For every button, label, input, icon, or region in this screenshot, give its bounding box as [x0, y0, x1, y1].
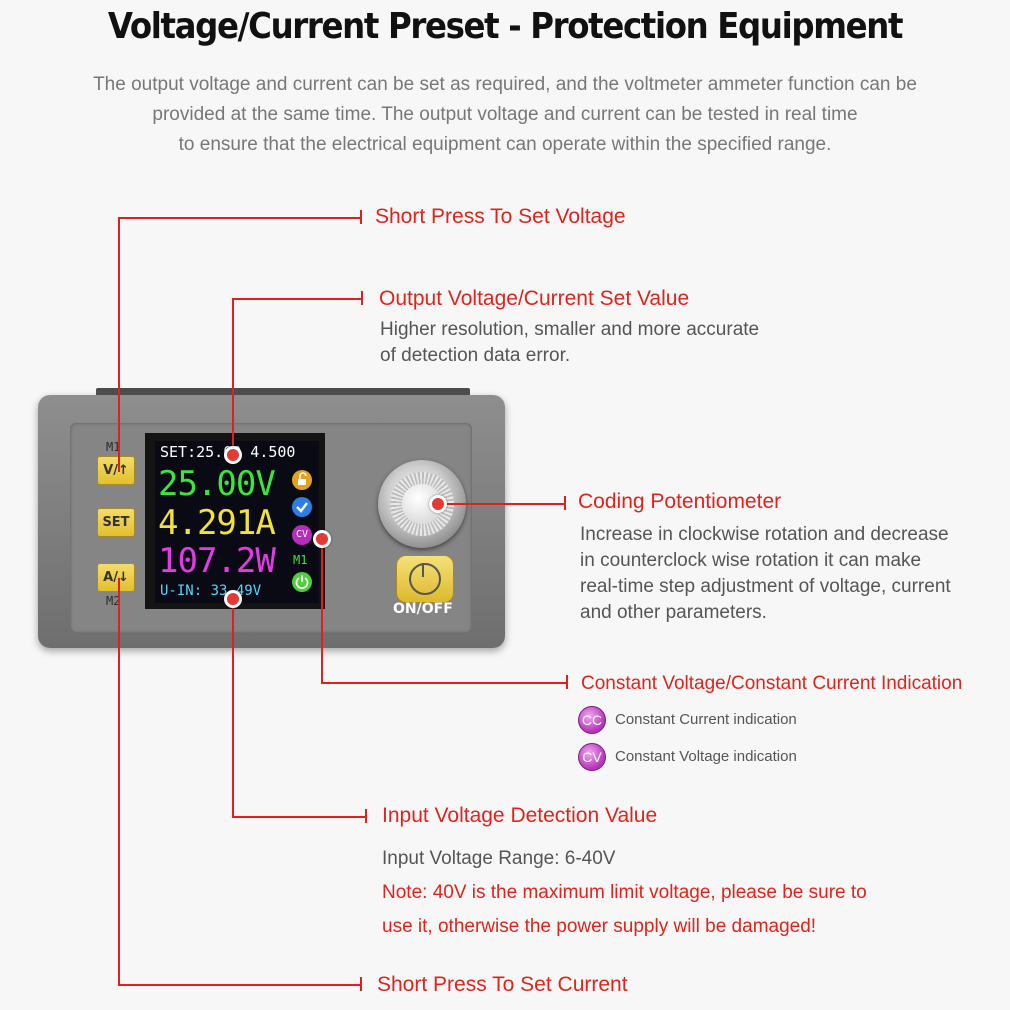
leader-tick [566, 675, 568, 689]
desc-line: of detection data error. [380, 345, 571, 366]
output-current-readout: 4.291A [158, 503, 276, 543]
output-voltage-readout: 25.00V [158, 464, 276, 504]
leader-line [437, 503, 565, 505]
leader-line [321, 682, 567, 684]
callout-cvcc-title: Constant Voltage/Constant Current Indica… [581, 673, 963, 694]
note-line: Note: 40V is the maximum limit voltage, … [382, 882, 867, 903]
voltage-up-button[interactable]: V/↑ [97, 456, 135, 485]
callout-dot [224, 590, 242, 608]
leader-line [118, 578, 120, 985]
desc-line: Increase in clockwise rotation and decre… [580, 524, 949, 545]
intro-line-2: provided at the same time. The output vo… [152, 104, 858, 125]
input-voltage-readout: U-IN: 33.49V [160, 583, 262, 599]
set-button[interactable]: SET [97, 508, 135, 537]
desc-line: real-time step adjustment of voltage, cu… [580, 576, 951, 597]
power-icon [292, 572, 312, 592]
cv-indication-label: Constant Voltage indication [615, 748, 797, 765]
callout-input-voltage-title: Input Voltage Detection Value [382, 804, 658, 827]
leader-tick [365, 809, 367, 823]
callout-set-current: Short Press To Set Current [377, 973, 628, 996]
desc-line: Higher resolution, smaller and more accu… [380, 319, 760, 340]
leader-line [232, 298, 234, 453]
desc-line: in counterclock wise rotation it can mak… [580, 550, 922, 571]
leader-line [232, 298, 362, 300]
input-voltage-note: Note: 40V is the maximum limit voltage, … [382, 876, 867, 944]
m1-icon: M1 [293, 553, 308, 567]
leader-tick [360, 977, 362, 991]
m2-label: M2 [106, 594, 121, 608]
on-off-label: ON/OFF [393, 601, 453, 617]
current-down-button[interactable]: A/↓ [97, 563, 135, 592]
note-line: use it, otherwise the power supply will … [382, 916, 817, 937]
cc-indication-label: Constant Current indication [615, 711, 797, 728]
input-voltage-range: Input Voltage Range: 6-40V [382, 848, 616, 869]
callout-set-value-title: Output Voltage/Current Set Value [379, 287, 690, 310]
leader-line [232, 598, 234, 817]
callout-dot [224, 446, 242, 464]
leader-line [118, 217, 361, 219]
cv-badge-icon: CV [578, 743, 606, 771]
callout-potentiometer-desc: Increase in clockwise rotation and decre… [580, 522, 951, 626]
power-symbol-line [422, 563, 424, 577]
output-power-readout: 107.2W [158, 541, 276, 581]
page-title: Voltage/Current Preset - Protection Equi… [107, 6, 904, 47]
leader-line [321, 538, 323, 683]
check-icon [292, 497, 312, 517]
intro-text: The output voltage and current can be se… [20, 70, 990, 160]
callout-dot [429, 495, 447, 513]
lcd-screen [155, 441, 319, 603]
intro-line-3: to ensure that the electrical equipment … [178, 134, 832, 155]
callout-set-voltage: Short Press To Set Voltage [375, 205, 626, 228]
leader-line [118, 984, 361, 986]
leader-tick [360, 210, 362, 224]
desc-line: and other parameters. [580, 602, 767, 623]
leader-tick [361, 291, 363, 305]
intro-line-1: The output voltage and current can be se… [93, 74, 917, 95]
callout-potentiometer-title: Coding Potentiometer [578, 490, 782, 513]
callout-dot [313, 530, 331, 548]
leader-line [118, 217, 120, 472]
leader-tick [564, 496, 566, 510]
cc-badge-icon: CC [578, 706, 606, 734]
cv-icon: CV [292, 525, 312, 545]
m1-label: M1 [106, 440, 121, 454]
callout-set-value-desc: Higher resolution, smaller and more accu… [380, 317, 759, 369]
leader-line [232, 816, 366, 818]
power-symbol-icon [409, 563, 441, 595]
unlock-icon [292, 470, 312, 490]
